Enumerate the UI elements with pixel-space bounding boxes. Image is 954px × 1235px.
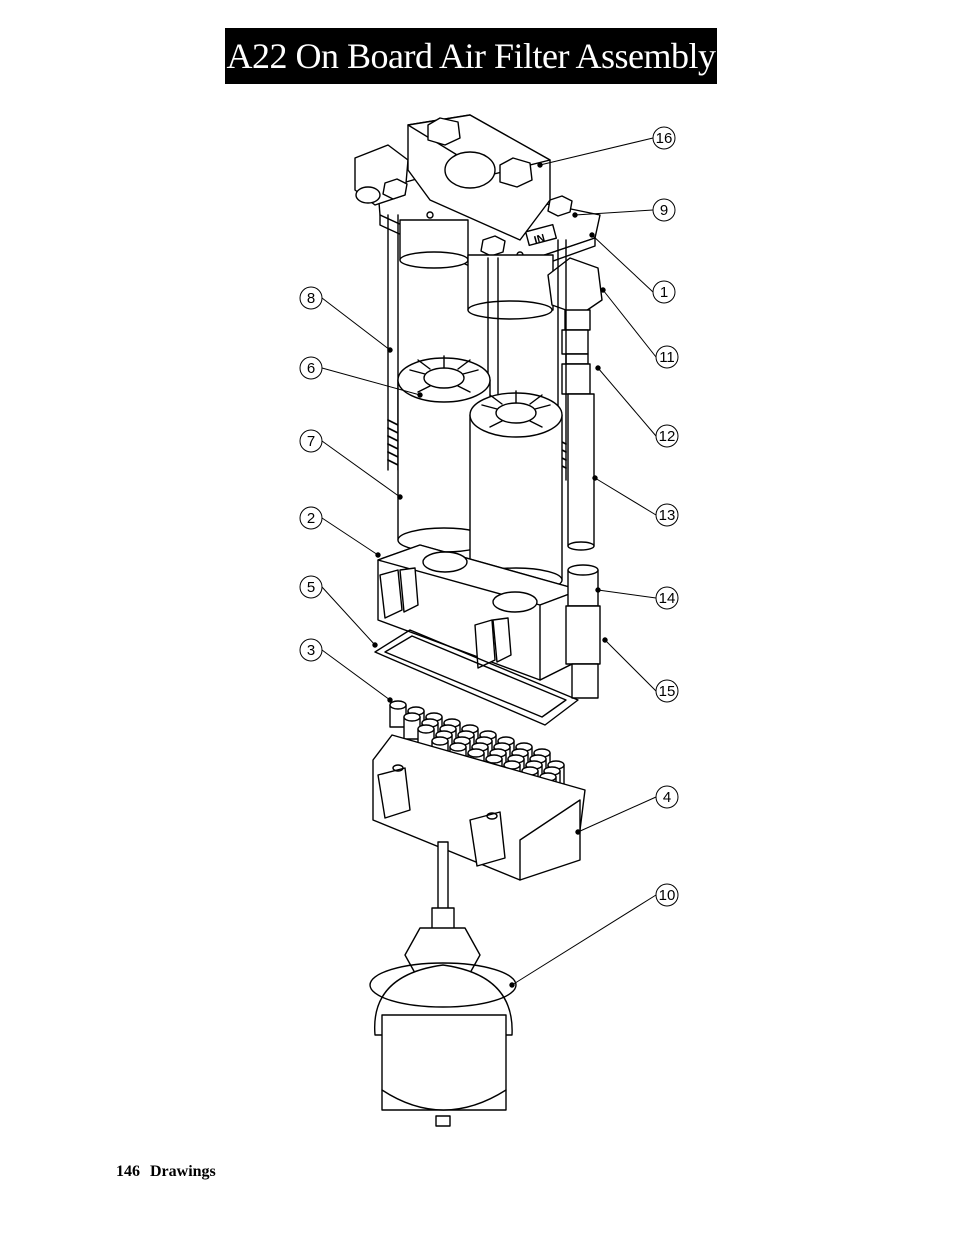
callout-balloon-4 bbox=[655, 785, 679, 809]
callout-balloon-1 bbox=[652, 280, 676, 304]
callout-leader-14 bbox=[597, 589, 657, 599]
desiccant-cartridge-top bbox=[449, 742, 467, 752]
page-footer: 146 Drawings bbox=[116, 1163, 222, 1181]
callout-leader-7 bbox=[321, 440, 401, 498]
callout-number-8: 8 bbox=[307, 290, 315, 307]
desiccant-cartridge-top bbox=[467, 748, 485, 758]
callout-balloon-11 bbox=[655, 345, 679, 369]
desiccant-cartridge-top bbox=[485, 754, 503, 764]
callout-balloon-2 bbox=[299, 506, 323, 530]
callouts: 16 9 1 8 11 6 12 7 13 2 14 5 3 15 4 10 bbox=[299, 126, 679, 988]
callout-arrowhead-4 bbox=[575, 829, 581, 835]
callout-balloon-13 bbox=[655, 503, 679, 527]
callout-leader-3 bbox=[321, 649, 391, 701]
callout-number-6: 6 bbox=[307, 360, 315, 377]
filter-element-left bbox=[397, 355, 491, 553]
elbow-fitting bbox=[547, 257, 603, 331]
callout-leader-5 bbox=[321, 586, 376, 646]
page-number: 146 bbox=[116, 1163, 140, 1180]
section-name: Drawings bbox=[150, 1163, 216, 1180]
callout-leader-8 bbox=[321, 297, 391, 351]
desiccant-cartridge-top bbox=[431, 736, 449, 746]
callout-number-13: 13 bbox=[659, 507, 676, 524]
callout-leader-12 bbox=[597, 367, 657, 437]
callout-balloon-14 bbox=[655, 586, 679, 610]
callout-arrowhead-1 bbox=[589, 232, 595, 238]
callout-balloon-7 bbox=[299, 429, 323, 453]
callout-leader-16 bbox=[539, 137, 654, 166]
callout-arrowhead-6 bbox=[417, 392, 423, 398]
plate-in-label: IN bbox=[533, 232, 547, 246]
callout-arrowhead-13 bbox=[592, 475, 598, 481]
callout-number-5: 5 bbox=[307, 579, 315, 596]
filter-housings bbox=[399, 219, 554, 320]
callout-leader-1 bbox=[591, 234, 654, 293]
callout-number-10: 10 bbox=[659, 887, 676, 904]
callout-balloon-8 bbox=[299, 286, 323, 310]
callout-balloon-15 bbox=[655, 679, 679, 703]
gasket bbox=[374, 629, 579, 726]
callout-balloon-3 bbox=[299, 638, 323, 662]
lower-tray bbox=[372, 734, 586, 881]
callout-leader-9 bbox=[574, 209, 654, 216]
callout-arrowhead-15 bbox=[602, 637, 608, 643]
callout-balloon-10 bbox=[655, 883, 679, 907]
callout-arrowhead-12 bbox=[595, 365, 601, 371]
callout-number-2: 2 bbox=[307, 510, 315, 527]
callout-balloon-16 bbox=[652, 126, 676, 150]
callout-number-14: 14 bbox=[659, 590, 676, 607]
tube bbox=[567, 393, 595, 551]
manifold-block bbox=[407, 114, 551, 241]
callout-leader-15 bbox=[604, 639, 657, 692]
callout-number-3: 3 bbox=[307, 642, 315, 659]
callout-arrowhead-11 bbox=[600, 287, 606, 293]
desiccant-cartridge-top bbox=[417, 724, 435, 734]
callout-number-11: 11 bbox=[659, 349, 675, 366]
callout-number-9: 9 bbox=[660, 202, 668, 219]
desiccant-cartridge-top bbox=[389, 700, 407, 710]
callout-arrowhead-10 bbox=[509, 982, 515, 988]
drain-valve bbox=[369, 841, 517, 1127]
callout-balloon-5 bbox=[299, 575, 323, 599]
callout-arrowhead-3 bbox=[387, 697, 393, 703]
callout-number-7: 7 bbox=[307, 433, 315, 450]
callout-number-4: 4 bbox=[663, 789, 671, 806]
pressure-switch bbox=[565, 564, 601, 699]
callout-arrowhead-9 bbox=[572, 212, 578, 218]
callout-number-16: 16 bbox=[656, 130, 673, 147]
callout-number-1: 1 bbox=[660, 284, 668, 301]
callout-arrowhead-8 bbox=[387, 347, 393, 353]
callout-number-12: 12 bbox=[659, 428, 676, 445]
callout-balloon-12 bbox=[655, 424, 679, 448]
callout-balloon-6 bbox=[299, 356, 323, 380]
callout-arrowhead-5 bbox=[372, 642, 378, 648]
callout-leader-10 bbox=[511, 894, 657, 986]
page-title-text: A22 On Board Air Filter Assembly bbox=[226, 36, 716, 76]
callout-leader-4 bbox=[577, 796, 657, 833]
callout-leader-13 bbox=[594, 477, 657, 516]
callout-arrowhead-2 bbox=[375, 552, 381, 558]
filter-element-right bbox=[469, 390, 563, 593]
callout-balloon-9 bbox=[652, 198, 676, 222]
page-title: A22 On Board Air Filter Assembly bbox=[225, 28, 717, 84]
callout-leader-6 bbox=[321, 367, 421, 396]
callout-arrowhead-14 bbox=[595, 587, 601, 593]
desiccant-cartridge-top bbox=[403, 712, 421, 722]
callout-arrowhead-16 bbox=[537, 162, 543, 168]
callout-number-15: 15 bbox=[659, 683, 676, 700]
callout-leader-2 bbox=[321, 517, 379, 556]
callout-leader-11 bbox=[602, 289, 657, 358]
callout-arrowhead-7 bbox=[397, 494, 403, 500]
